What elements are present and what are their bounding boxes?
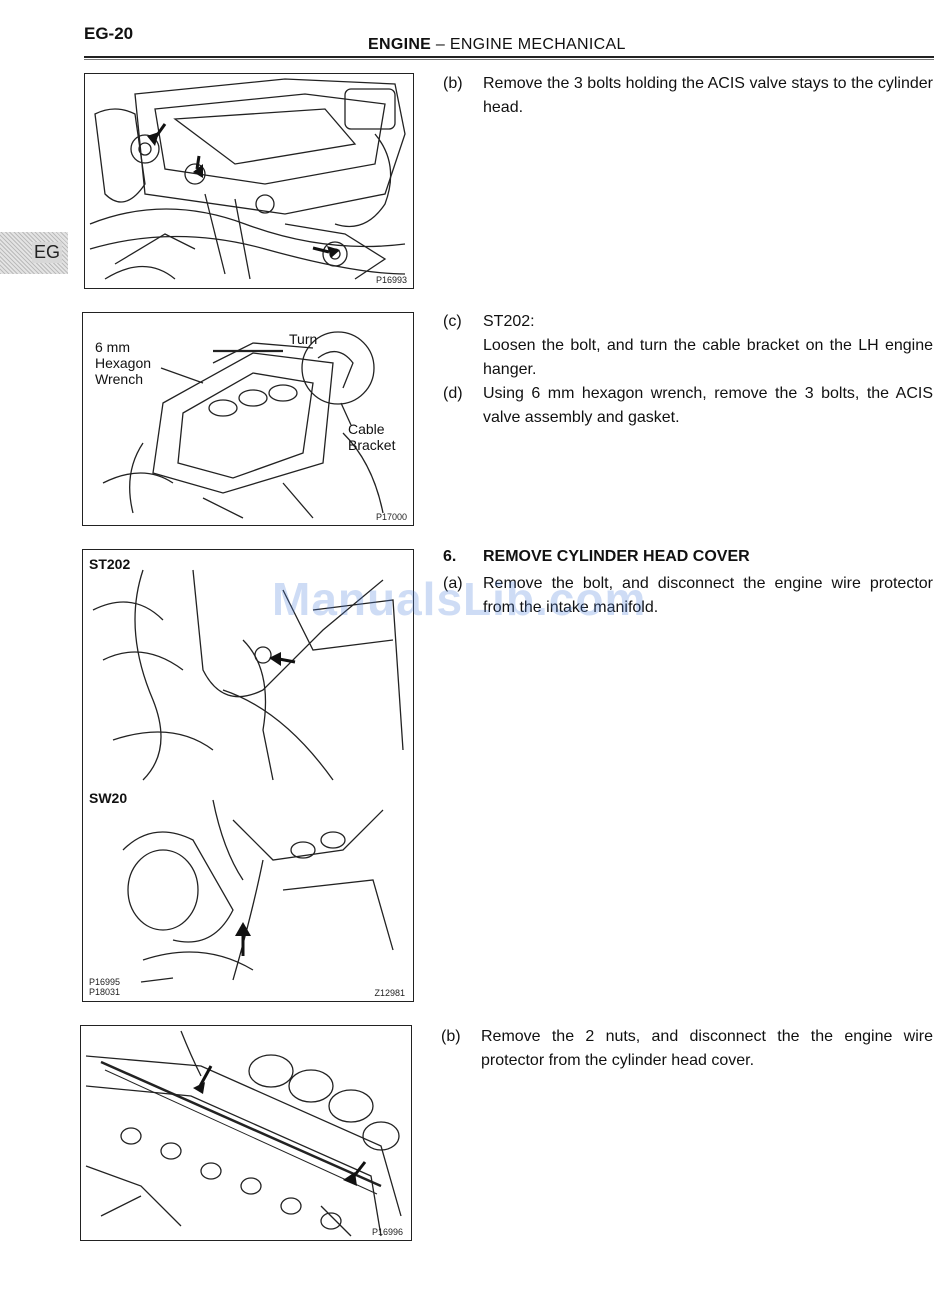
section-number: 6. xyxy=(443,548,457,565)
step-label: (a) xyxy=(443,575,463,592)
figure-code: P16996 xyxy=(371,1227,403,1237)
section-side-tab: EG xyxy=(0,232,68,274)
figure-code: P17000 xyxy=(375,512,407,522)
figure-acis-valve-removal: 6 mm Hexagon Wrench Turn Cable Bracket P… xyxy=(82,312,414,526)
label-turn: Turn xyxy=(289,331,318,347)
step-b-remove-stay-bolts: (b) Remove the 3 bolts holding the ACIS … xyxy=(443,72,933,132)
step-text: Using 6 mm hexagon wrench, remove the 3 … xyxy=(483,385,933,426)
step-b-remove-nuts: (b) Remove the 2 nuts, and disconnect th… xyxy=(441,1025,933,1085)
arrow-icon xyxy=(193,1065,367,1186)
step-a-engine-wire-protector: (a) Remove the bolt, and disconnect the … xyxy=(443,572,933,632)
section-title: REMOVE CYLINDER HEAD COVER xyxy=(483,548,750,565)
label-cable-bracket: Cable Bracket xyxy=(348,421,396,453)
step-title: ST202: xyxy=(483,313,535,330)
step-label: (b) xyxy=(443,75,463,92)
arrow-icon xyxy=(235,652,296,956)
side-tab-label: EG xyxy=(32,242,63,263)
step-d-remove-acis-valve: (d) Using 6 mm hexagon wrench, remove th… xyxy=(443,382,933,442)
step-label: (d) xyxy=(443,385,463,402)
engine-illustration-2 xyxy=(102,331,384,519)
page-number: EG-20 xyxy=(84,24,134,43)
step-text: Remove the 2 nuts, and disconnect the th… xyxy=(481,1028,933,1069)
step-label: (c) xyxy=(443,313,462,330)
figure-codes: P16995 P18031 xyxy=(89,977,121,997)
step-text: Remove the bolt, and disconnect the engi… xyxy=(483,575,933,616)
figure-acis-valve-stays: P16993 xyxy=(84,73,414,289)
page-header: ENGINE – ENGINE MECHANICAL xyxy=(368,36,626,54)
engine-illustration-3 xyxy=(92,569,404,983)
label-sw20: SW20 xyxy=(89,790,128,806)
step-c-cable-bracket: (c) ST202: Loosen the bolt, and turn the… xyxy=(443,310,933,390)
header-section: ENGINE xyxy=(368,36,432,53)
engine-illustration-4 xyxy=(85,1030,402,1237)
header-rule-thin xyxy=(84,59,934,60)
step-label: (b) xyxy=(441,1028,461,1045)
watermark: ManualsLib.com xyxy=(272,573,647,625)
figure-code: P16993 xyxy=(375,275,407,285)
header-subsection: ENGINE MECHANICAL xyxy=(449,36,626,53)
section-heading: 6. REMOVE CYLINDER HEAD COVER xyxy=(443,548,750,566)
label-st202: ST202 xyxy=(89,556,131,572)
step-text: Loosen the bolt, and turn the cable brac… xyxy=(483,337,933,378)
header-rule xyxy=(84,56,934,58)
figure-cylinder-head-cover: P16996 xyxy=(80,1025,412,1241)
header-separator: – xyxy=(435,36,446,53)
step-text: Remove the 3 bolts holding the ACIS valv… xyxy=(483,75,933,116)
engine-illustration-1 xyxy=(89,78,406,280)
figure-engine-wire-protector: ST202 SW20 P16995 P18031 Z12981 xyxy=(82,549,414,1002)
label-hexagon-wrench: 6 mm Hexagon Wrench xyxy=(95,339,152,387)
arrow-icon xyxy=(147,123,340,258)
figure-code: Z12981 xyxy=(374,988,405,998)
